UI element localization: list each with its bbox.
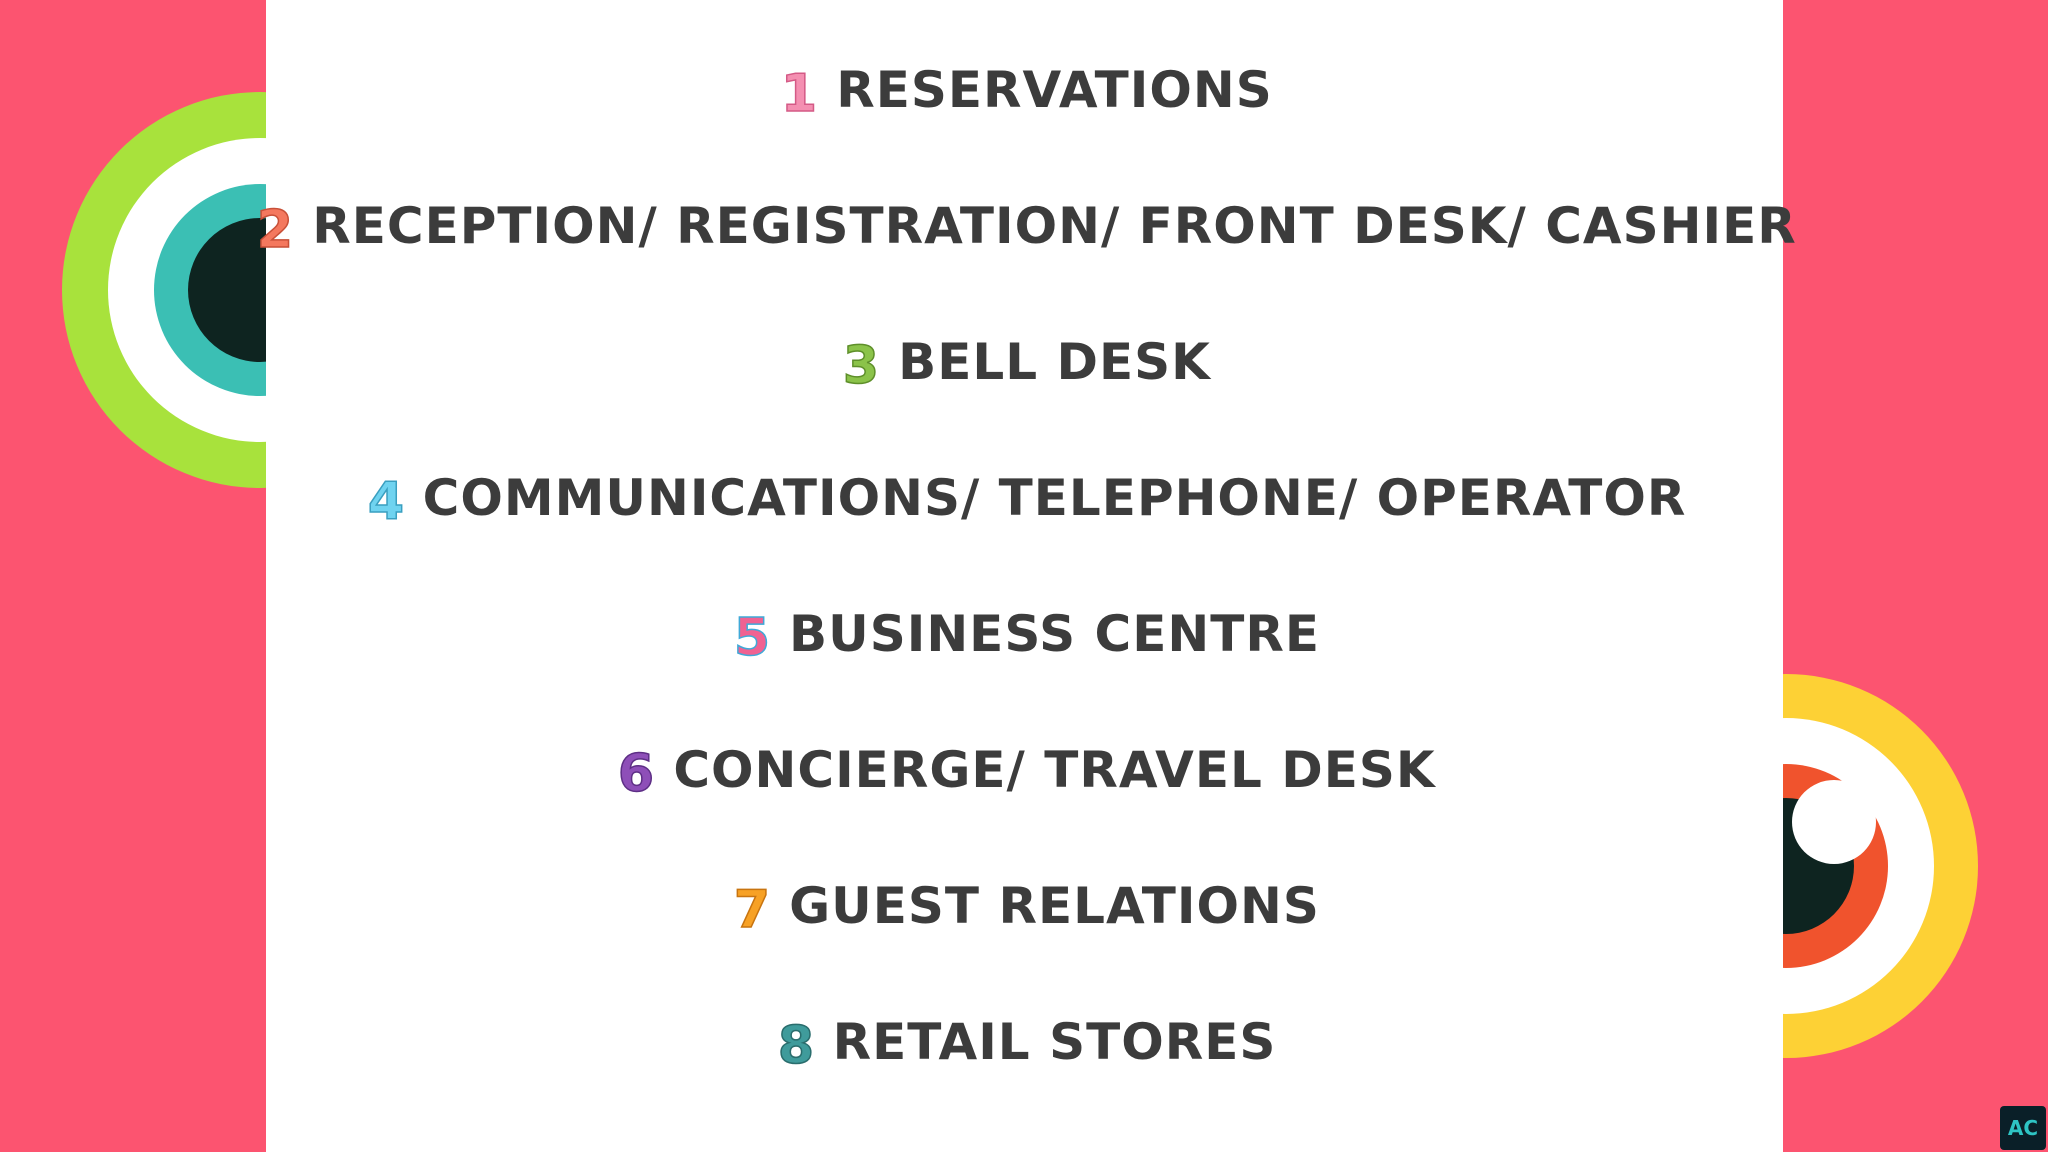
department-list: 1 RESERVATIONS 2 RECEPTION/ REGISTRATION…	[256, 0, 1795, 1152]
list-item: 2 RECEPTION/ REGISTRATION/ FRONT DESK/ C…	[256, 186, 1795, 266]
item-label: COMMUNICATIONS/ TELEPHONE/ OPERATOR	[422, 469, 1687, 527]
list-item: 7 GUEST RELATIONS	[266, 866, 1783, 946]
svg-text:1: 1	[781, 64, 817, 119]
number-7-icon: 7	[729, 877, 775, 935]
list-item: 5 BUSINESS CENTRE	[266, 594, 1783, 674]
svg-text:6: 6	[618, 744, 654, 799]
list-item: 6 CONCIERGE/ TRAVEL DESK	[266, 730, 1783, 810]
svg-text:4: 4	[368, 472, 404, 527]
svg-text:5: 5	[734, 608, 770, 663]
list-item: 8 RETAIL STORES	[266, 1002, 1783, 1082]
item-label: CONCIERGE/ TRAVEL DESK	[673, 741, 1436, 799]
number-1-icon: 1	[776, 61, 822, 119]
list-item: 3 BELL DESK	[266, 322, 1783, 402]
number-6-icon: 6	[613, 741, 659, 799]
item-label: BUSINESS CENTRE	[789, 605, 1320, 663]
svg-text:7: 7	[734, 880, 770, 935]
logo-text: AC	[2007, 1116, 2039, 1140]
item-label: RETAIL STORES	[832, 1013, 1277, 1071]
number-2-icon: 2	[252, 197, 298, 255]
number-3-icon: 3	[838, 333, 884, 391]
item-label: GUEST RELATIONS	[789, 877, 1320, 935]
svg-text:2: 2	[257, 200, 293, 255]
svg-text:8: 8	[778, 1016, 814, 1071]
svg-text:3: 3	[843, 336, 879, 391]
item-label: BELL DESK	[898, 333, 1211, 391]
channel-logo: AC	[2000, 1106, 2046, 1150]
list-item: 4 COMMUNICATIONS/ TELEPHONE/ OPERATOR	[266, 458, 1783, 538]
number-5-icon: 5	[729, 605, 775, 663]
number-4-icon: 4	[363, 469, 409, 527]
item-label: RECEPTION/ REGISTRATION/ FRONT DESK/ CAS…	[312, 197, 1797, 255]
content-panel	[266, 0, 1783, 1152]
number-8-icon: 8	[773, 1013, 819, 1071]
item-label: RESERVATIONS	[836, 61, 1273, 119]
list-item: 1 RESERVATIONS	[266, 50, 1783, 130]
